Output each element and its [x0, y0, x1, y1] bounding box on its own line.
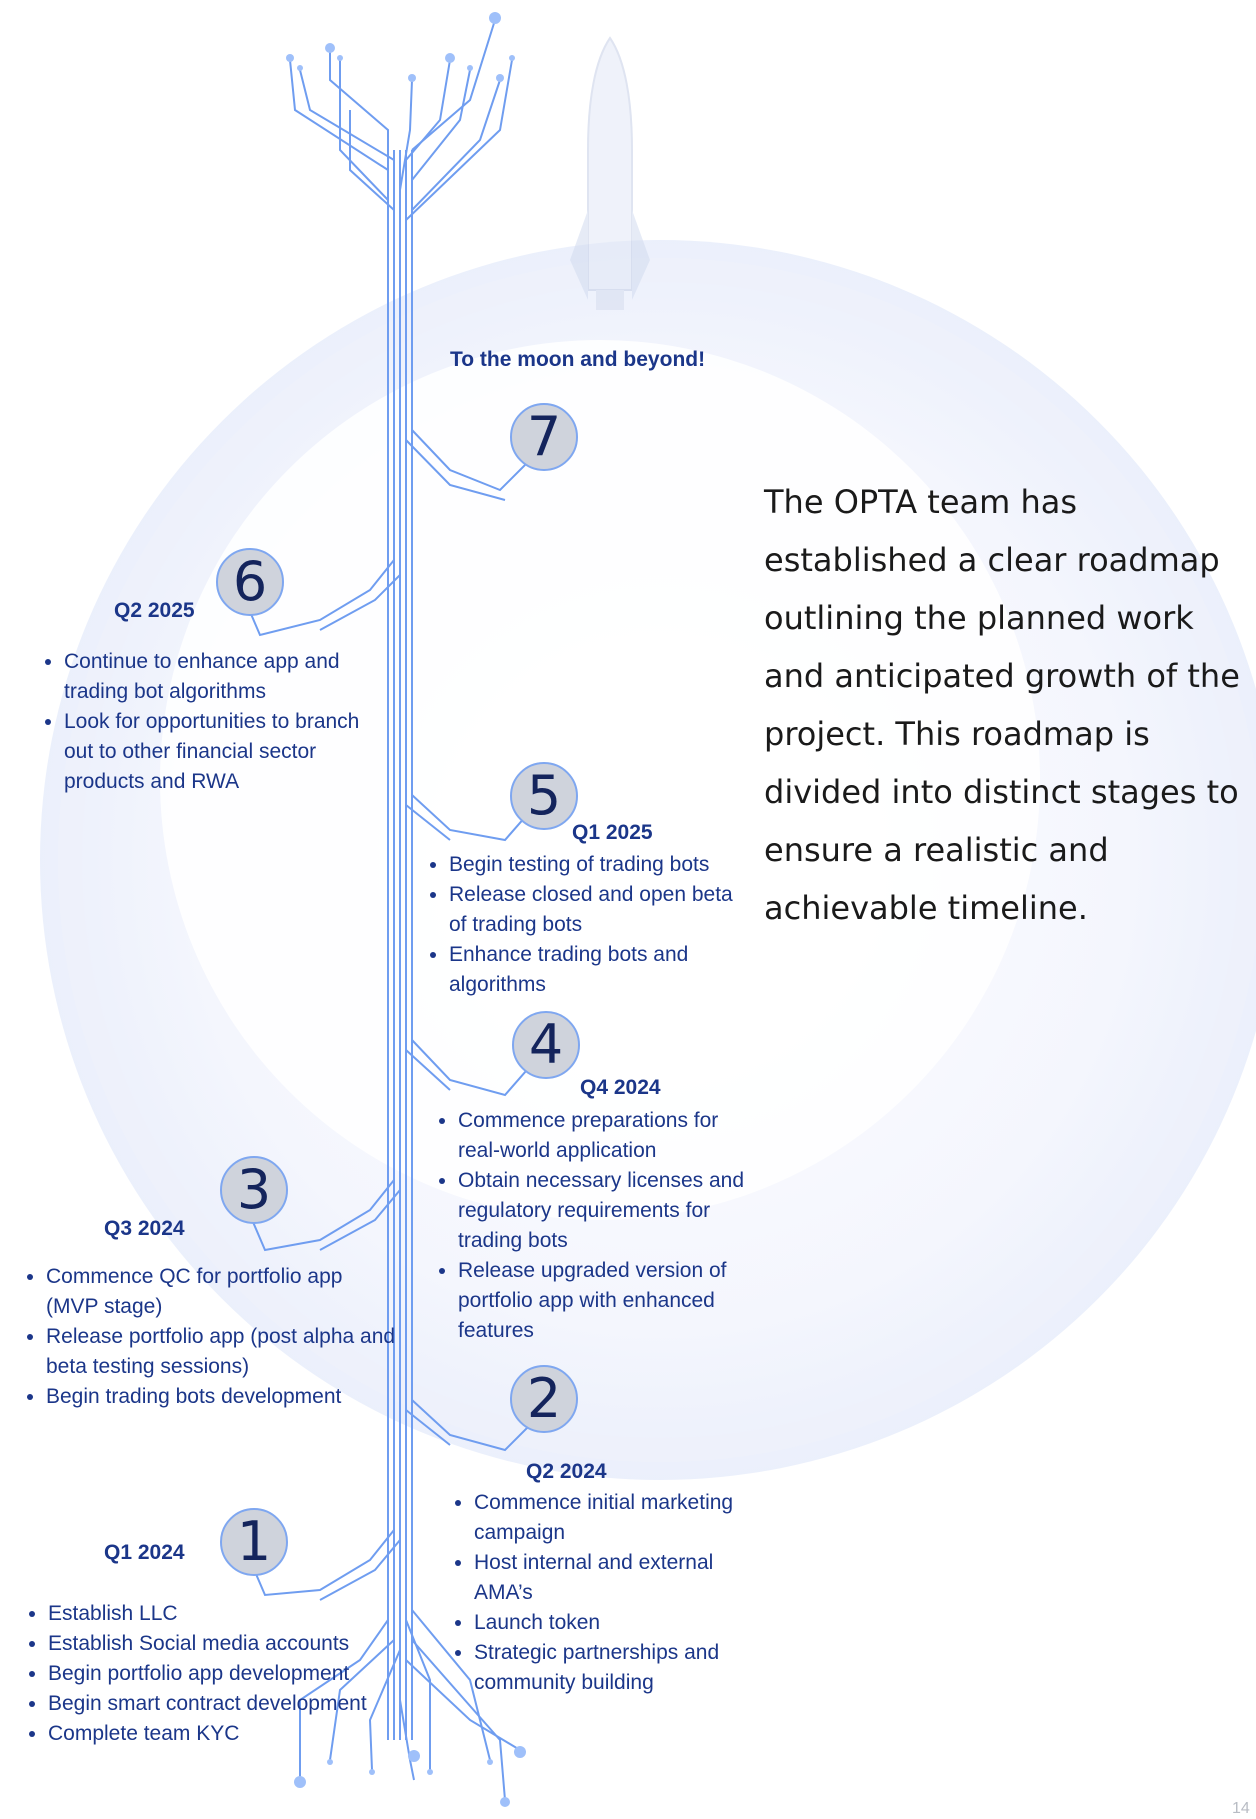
list-item: Begin smart contract development	[48, 1689, 418, 1719]
list-item: Complete team KYC	[48, 1719, 418, 1749]
stage-6-list: Continue to enhance app and trading bot …	[38, 647, 394, 797]
list-item: Continue to enhance app and trading bot …	[64, 647, 394, 707]
list-item: Commence QC for portfolio app (MVP stage…	[46, 1262, 396, 1322]
stage-4-list: Commence preparations for real-world app…	[432, 1106, 758, 1346]
stage-3-badge: 3	[220, 1156, 288, 1224]
stage-6-period: Q2 2025	[114, 599, 195, 622]
stage-2-badge: 2	[510, 1365, 578, 1433]
page-number: 14	[1232, 1800, 1250, 1817]
stage-3-list: Commence QC for portfolio app (MVP stage…	[20, 1262, 396, 1412]
list-item: Release upgraded version of portfolio ap…	[458, 1256, 758, 1346]
stage-7-badge: 7	[510, 403, 578, 471]
stage-5-period: Q1 2025	[572, 821, 653, 844]
stage-5-list: Begin testing of trading bots Release cl…	[423, 850, 749, 1000]
list-item: Release portfolio app (post alpha and be…	[46, 1322, 396, 1382]
list-item: Commence preparations for real-world app…	[458, 1106, 758, 1166]
stage-6-badge: 6	[216, 548, 284, 616]
stage-2-list: Commence initial marketing campaign Host…	[448, 1488, 764, 1698]
list-item: Obtain necessary licenses and regulatory…	[458, 1166, 758, 1256]
stage-1-period: Q1 2024	[104, 1541, 185, 1564]
list-item: Commence initial marketing campaign	[474, 1488, 764, 1548]
list-item: Begin portfolio app development	[48, 1659, 418, 1689]
stage-1-badge: 1	[220, 1508, 288, 1576]
stage-3-period: Q3 2024	[104, 1217, 185, 1240]
roadmap-tagline: To the moon and beyond!	[450, 348, 706, 371]
list-item: Begin trading bots development	[46, 1382, 396, 1412]
roadmap-description: The OPTA team has established a clear ro…	[764, 483, 1240, 927]
stage-1-list: Establish LLC Establish Social media acc…	[22, 1599, 418, 1749]
list-item: Look for opportunities to branch out to …	[64, 707, 394, 797]
list-item: Enhance trading bots and algorithms	[449, 940, 749, 1000]
list-item: Host internal and external AMA’s	[474, 1548, 764, 1608]
rocket-icon	[570, 36, 650, 310]
stage-2-period: Q2 2024	[526, 1460, 607, 1483]
stage-4-badge: 4	[512, 1011, 580, 1079]
list-item: Establish LLC	[48, 1599, 418, 1629]
stage-4-period: Q4 2024	[580, 1076, 661, 1099]
list-item: Establish Social media accounts	[48, 1629, 418, 1659]
list-item: Release closed and open beta of trading …	[449, 880, 749, 940]
list-item: Strategic partnerships and community bui…	[474, 1638, 764, 1698]
stage-5-badge: 5	[510, 762, 578, 830]
list-item: Begin testing of trading bots	[449, 850, 749, 880]
list-item: Launch token	[474, 1608, 764, 1638]
